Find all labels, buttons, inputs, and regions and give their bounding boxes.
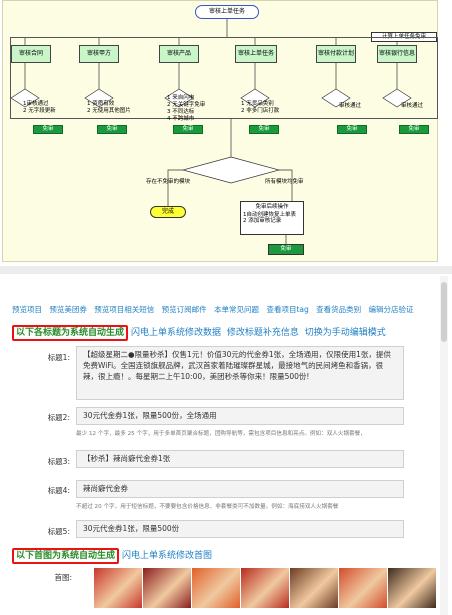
section-separator <box>0 266 452 274</box>
title-3-label: 标题3: <box>47 457 70 466</box>
title-4-hint: 不超过 20 个字，用于短信标题，不要要包含价格信息、非套餐类可不加数量。例如：… <box>76 504 339 510</box>
flow-free-payment: 免审 <box>337 125 367 134</box>
flow-rule-2: 2 添加审核记录 <box>243 218 282 225</box>
flow-left-branch-label: 存在不免审的模块 <box>146 179 191 185</box>
page-scrollbar[interactable] <box>440 276 448 615</box>
flow-rules-box: 免审后续操作 1自动创建恢复上单表 2 添加审核记录 <box>240 201 304 235</box>
flow-free-contract: 免审 <box>33 125 63 134</box>
flow-step-product: 审核产品 <box>159 45 199 63</box>
thumb-dining-room[interactable] <box>290 568 338 608</box>
nav-branch-verify[interactable]: 编辑分店验证 <box>368 305 414 314</box>
title-5-label: 标题5: <box>47 527 70 536</box>
flowchart-panel: 审核上单任务 计算上单任务免审 审核合同 审核甲方 审核产品 审核上单任务 审核… <box>2 0 438 262</box>
flow-note-contract: 1审核通过 2 无字段更新 <box>23 101 56 114</box>
nav-preview-sms[interactable]: 预览项目相关短信 <box>94 305 155 314</box>
flow-rule-1: 1自动创建恢复上单表 <box>243 212 296 219</box>
flow-done-node: 完成 <box>150 206 186 218</box>
scrollbar-thumb[interactable] <box>441 282 447 342</box>
nav-goods-category[interactable]: 查看货品类别 <box>316 305 362 314</box>
cover-image-label: 首图: <box>54 573 72 582</box>
flow-note-task: 1 无货品类别 2 非多门店打款 <box>241 101 280 114</box>
nav-preview-project[interactable]: 预览项目 <box>12 305 42 314</box>
thumb-hotpot[interactable] <box>339 568 387 608</box>
flow-rules-title: 免审后续操作 <box>255 204 289 210</box>
flow-step-bank: 审核银行信息 <box>377 45 417 63</box>
nav-faq[interactable]: 本单常见问题 <box>214 305 260 314</box>
flow-free-bank: 免审 <box>399 125 429 134</box>
flow-step-payment: 审核付款计划 <box>316 45 356 63</box>
thumb-red-crayfish[interactable] <box>94 568 142 608</box>
flow-free-task: 免审 <box>249 125 279 134</box>
flow-note-product: 1 来自闪电 2 无关键字免审 3 不同达标 4 不跨城市 <box>167 95 206 122</box>
flow-note-party-a: 1 资质有效 2 无使用其他图片 <box>87 101 131 114</box>
nav-project-tag[interactable]: 查看项目tag <box>266 305 309 314</box>
flowchart-connectors <box>10 19 412 244</box>
flow-free-product: 免审 <box>173 125 203 134</box>
title-3-field[interactable]: 【秒杀】辣尚癖代金券1张 <box>76 450 404 468</box>
preview-nav: 预览项目 预览美团券 预览项目相关短信 预览订阅邮件 本单常见问题 查看项目ta… <box>12 304 419 315</box>
manual-mode-link[interactable]: 切换为手动编辑模式 <box>304 328 386 338</box>
image-section-header: 以下首图为系统自动生成闪电上单系统修改首图 <box>12 548 213 564</box>
thumb-chili-dish[interactable] <box>241 568 289 608</box>
flow-free-party-a: 免审 <box>97 125 127 134</box>
title-2-hint: 最少 12 个字，最多 25 个字，用于多单首页聚合标题，团购导航等，需包含项目… <box>76 431 366 437</box>
title-1-label: 标题1: <box>47 353 70 362</box>
auto-image-notice: 以下首图为系统自动生成 <box>12 548 120 564</box>
flow-step-contract: 审核合同 <box>11 45 51 63</box>
thumb-restaurant-sign[interactable] <box>143 568 191 608</box>
thumb-grilled-fish[interactable] <box>192 568 240 608</box>
flow-step-band <box>10 37 438 119</box>
title-2-field[interactable]: 30元代金券1张，限量500份，全场通用 <box>76 407 404 425</box>
title-2-label: 标题2: <box>47 413 70 422</box>
auto-title-notice: 以下各标题为系统自动生成 <box>12 325 129 341</box>
thumb-storefront[interactable] <box>388 568 436 608</box>
flow-right-branch-label: 所有模块均免审 <box>265 179 304 185</box>
title-1-field[interactable]: 【超级星期二●限量秒杀】仅售1元！价值30元的代金券1张，全场通用，仅限使用1张… <box>76 346 404 400</box>
flow-final-node: 免审 <box>268 244 304 255</box>
title-section-header: 以下各标题为系统自动生成闪电上单系统修改数据 修改标题补充信息 切换为手动编辑模… <box>12 325 386 341</box>
title-4-field[interactable]: 辣尚癖代金券 <box>76 480 404 498</box>
title-5-field[interactable]: 30元代金券1张，限量500份 <box>76 520 404 538</box>
flow-start-node: 审核上单任务 <box>195 5 259 19</box>
flow-note-payment: 审核通过 <box>339 103 362 109</box>
edit-image-link[interactable]: 闪电上单系统修改首图 <box>122 551 213 561</box>
cover-image-strip <box>94 568 440 608</box>
flow-note-bank: 审核通过 <box>401 103 424 109</box>
flow-step-party-a: 审核甲方 <box>79 45 119 63</box>
nav-preview-coupon[interactable]: 预览美团券 <box>49 305 87 314</box>
title-4-label: 标题4: <box>47 486 70 495</box>
flow-step-task: 审核上单任务 <box>235 45 277 63</box>
edit-data-link[interactable]: 闪电上单系统修改数据 <box>131 328 222 338</box>
nav-preview-email[interactable]: 预览订阅邮件 <box>161 305 207 314</box>
supplement-info-link[interactable]: 修改标题补充信息 <box>226 328 299 338</box>
